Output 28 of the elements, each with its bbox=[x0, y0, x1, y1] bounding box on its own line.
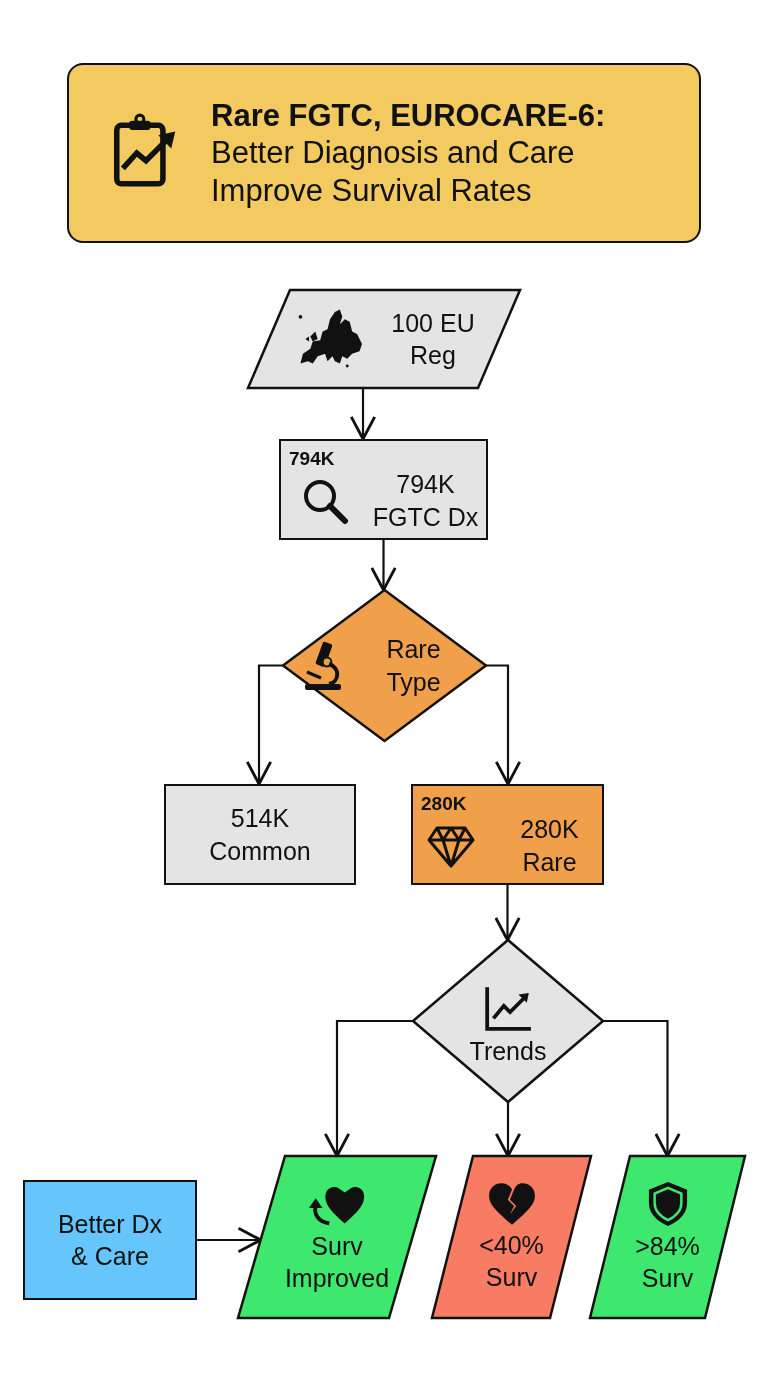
node-label: Trends bbox=[469, 1035, 547, 1067]
arrow bbox=[603, 1019, 681, 1158]
node-label: 514K Common bbox=[208, 803, 312, 867]
node-label: Surv Improved bbox=[283, 1230, 391, 1294]
node-label: <40% Surv bbox=[478, 1229, 545, 1293]
node-label: Rare Type bbox=[385, 634, 442, 698]
arrow bbox=[494, 1102, 522, 1158]
arrow bbox=[494, 885, 521, 942]
tag-label: 280K bbox=[421, 792, 467, 816]
title-subtitle: Better Diagnosis and Care Improve Survival Rates bbox=[211, 134, 576, 209]
arrow bbox=[486, 664, 522, 786]
arrow bbox=[245, 664, 283, 786]
arrow bbox=[370, 540, 397, 592]
node-label: 794K FGTC Dx bbox=[371, 469, 480, 533]
tag-label: 794K bbox=[289, 447, 335, 471]
process-box bbox=[23, 1180, 197, 1300]
process-box bbox=[279, 439, 488, 540]
node-label: >84% Surv bbox=[634, 1230, 701, 1294]
process-box bbox=[411, 784, 604, 885]
node-label: 100 EU Reg bbox=[390, 307, 476, 371]
arrow bbox=[197, 1226, 263, 1254]
node-label: 280K Rare bbox=[519, 814, 580, 878]
node-label: Better Dx & Care bbox=[56, 1208, 164, 1272]
arrow bbox=[323, 1019, 413, 1158]
title-banner bbox=[67, 63, 701, 243]
title-heading: Rare FGTC, EUROCARE-6: bbox=[211, 97, 607, 135]
process-box bbox=[164, 784, 356, 885]
arrow bbox=[349, 388, 377, 441]
